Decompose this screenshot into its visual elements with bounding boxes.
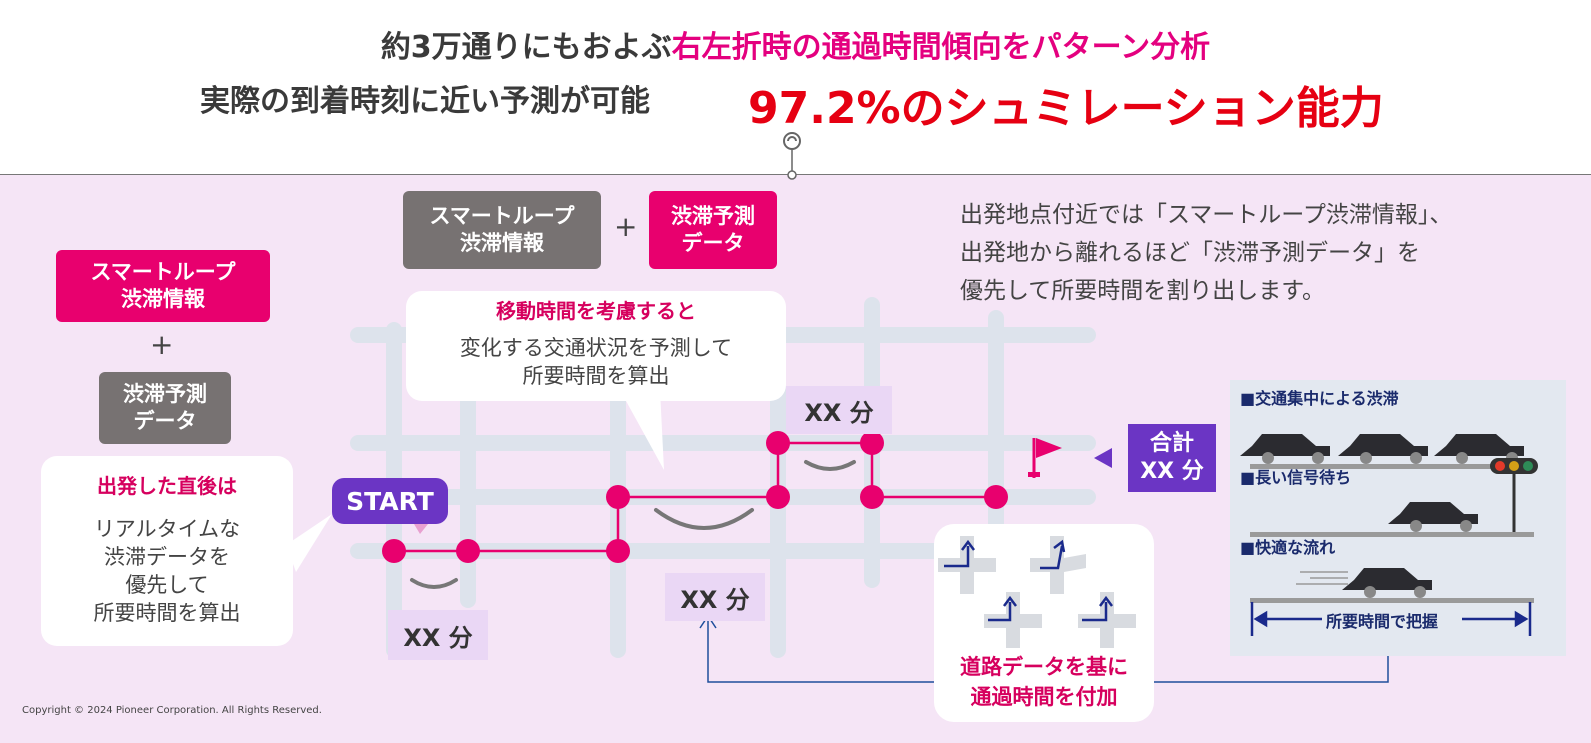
route-node [860,485,884,509]
route-node [766,485,790,509]
route-node [606,539,630,563]
plus-sign-left: + [150,328,174,361]
route-nodes [382,431,1008,563]
car-icon [1342,568,1432,590]
copyright: Copyright © 2024 Pioneer Corporation. Al… [22,705,322,716]
route-node [766,431,790,455]
rotate-handle-icon [783,132,801,180]
segment-time-c: XX 分 [786,386,892,434]
move-time-bubble: 移動時間を考慮すると 変化する交通状況を予測して所要時間を算出 [406,291,786,401]
goal-flag-icon [1028,438,1062,478]
traffic-light-icon [1490,458,1538,532]
explanation-note: 出発地点付近では「スマートループ渋滞情報」、出発地から離れるほど「渋滞予測データ… [960,202,1453,304]
panel-illustration [1240,434,1538,636]
start-pointer [414,524,428,534]
start-bubble-title: 出発した直後は [97,474,237,498]
segment-time-b: XX 分 [665,573,765,621]
turn-arrows [944,539,1113,622]
car-icon [1388,502,1478,524]
bubble-tail [286,514,332,572]
car-icons [1240,434,1524,590]
segment-time-a: XX 分 [388,610,488,660]
car-icon [1240,434,1330,456]
measure-arrow [1250,602,1532,636]
connector-line [707,618,1389,683]
route-node [984,485,1008,509]
headline-accuracy: 97.2%のシュミレーション能力 [748,83,1384,134]
car-icon [1338,434,1428,456]
panel-item-congestion: ■交通集中による渋滞 [1240,389,1399,408]
intersection-icon [984,592,1042,648]
smartloop-info-box-left: スマートループ渋滞情報 [56,250,270,322]
segment-braces [410,460,856,589]
headline-line2: 実際の到着時刻に近い予測が可能 [200,84,650,119]
smartloop-info-box-top: スマートループ渋滞情報 [403,191,601,269]
headline-line1: 約3万通りにもおよぶ右左折時の通過時間傾向をパターン分析 [380,30,1211,65]
speed-lines [1296,571,1348,585]
road-data-caption: 道路データを基に通過時間を付加 [960,655,1128,709]
panel-measure-label: 所要時間で把握 [1326,612,1439,631]
route-node [456,539,480,563]
road-strips [1250,464,1534,603]
panel-item-smooth: ■快適な流れ [1240,538,1336,557]
headline-highlight: 右左折時の通過時間傾向をパターン分析 [671,30,1211,65]
route-node [860,431,884,455]
move-time-text: 変化する交通状況を予測して所要時間を算出 [459,336,733,388]
route-node [606,485,630,509]
total-pointer [1094,448,1112,468]
car-icon [1434,434,1524,456]
traffic-pattern-panel: ■交通集中による渋滞 ■長い信号待ち ■快適な流れ [1230,380,1566,656]
move-time-title: 移動時間を考慮すると [496,299,696,323]
route-node [382,539,406,563]
start-label: START [332,478,448,524]
bubble-tail [620,390,664,470]
panel-item-signal: ■長い信号待ち [1240,468,1352,487]
road-data-card [934,524,1154,722]
start-bubble: 出発した直後は リアルタイムな渋滞データを優先して所要時間を算出 [41,456,293,646]
start-bubble-text: リアルタイムな渋滞データを優先して所要時間を算出 [93,517,241,625]
prediction-data-box-top: 渋滞予測データ [649,191,777,269]
plus-sign-top: + [614,210,638,243]
header-area [0,0,1591,175]
prediction-data-box-left: 渋滞予測データ [99,372,231,444]
